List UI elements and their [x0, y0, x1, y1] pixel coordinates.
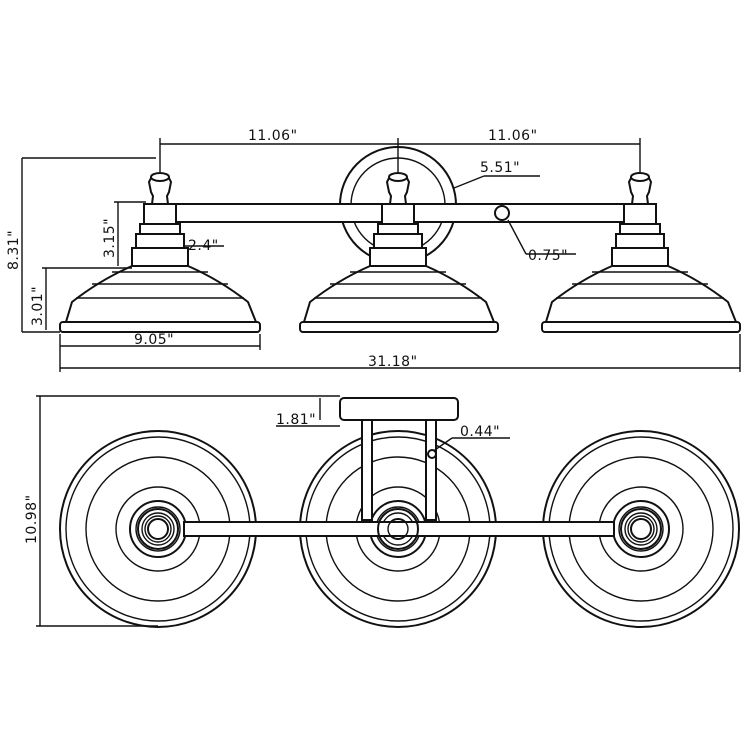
dim-shade-height: 3.01"	[30, 286, 46, 326]
dim-backplate-diameter: 5.51"	[480, 160, 520, 176]
top-plan-view: 1.81" 0.44" 10.98"	[24, 395, 740, 628]
dim-overall-height: 8.31"	[6, 230, 22, 270]
dim-overall-depth: 10.98"	[24, 494, 40, 544]
front-lamp-left	[59, 172, 261, 333]
plan-arm	[137, 508, 662, 550]
dim-overall-width: 31.18"	[368, 354, 418, 370]
dim-arm-post-width: 0.44"	[460, 424, 500, 440]
dim-neck-height: 3.15"	[102, 218, 118, 258]
plan-backplate	[339, 397, 459, 421]
dim-shade-diameter: 9.05"	[134, 332, 174, 348]
dim-neck-width: 2.4"	[188, 238, 219, 254]
front-lamp-middle	[299, 172, 499, 333]
front-elevation-view: 11.06" 11.06" 5.51" 2.4" 0.75" 9.05" 31.…	[6, 128, 741, 372]
front-lamp-right	[541, 172, 741, 333]
plan-support-posts	[361, 419, 437, 521]
dim-backplate-depth: 1.81"	[276, 412, 316, 428]
dim-arm-diameter: 0.75"	[528, 248, 568, 264]
dim-arm-spacing-left: 11.06"	[248, 128, 298, 144]
dim-arm-spacing-right: 11.06"	[488, 128, 538, 144]
plan-dimension-lines	[36, 395, 510, 627]
front-dimension-lines	[21, 138, 741, 372]
